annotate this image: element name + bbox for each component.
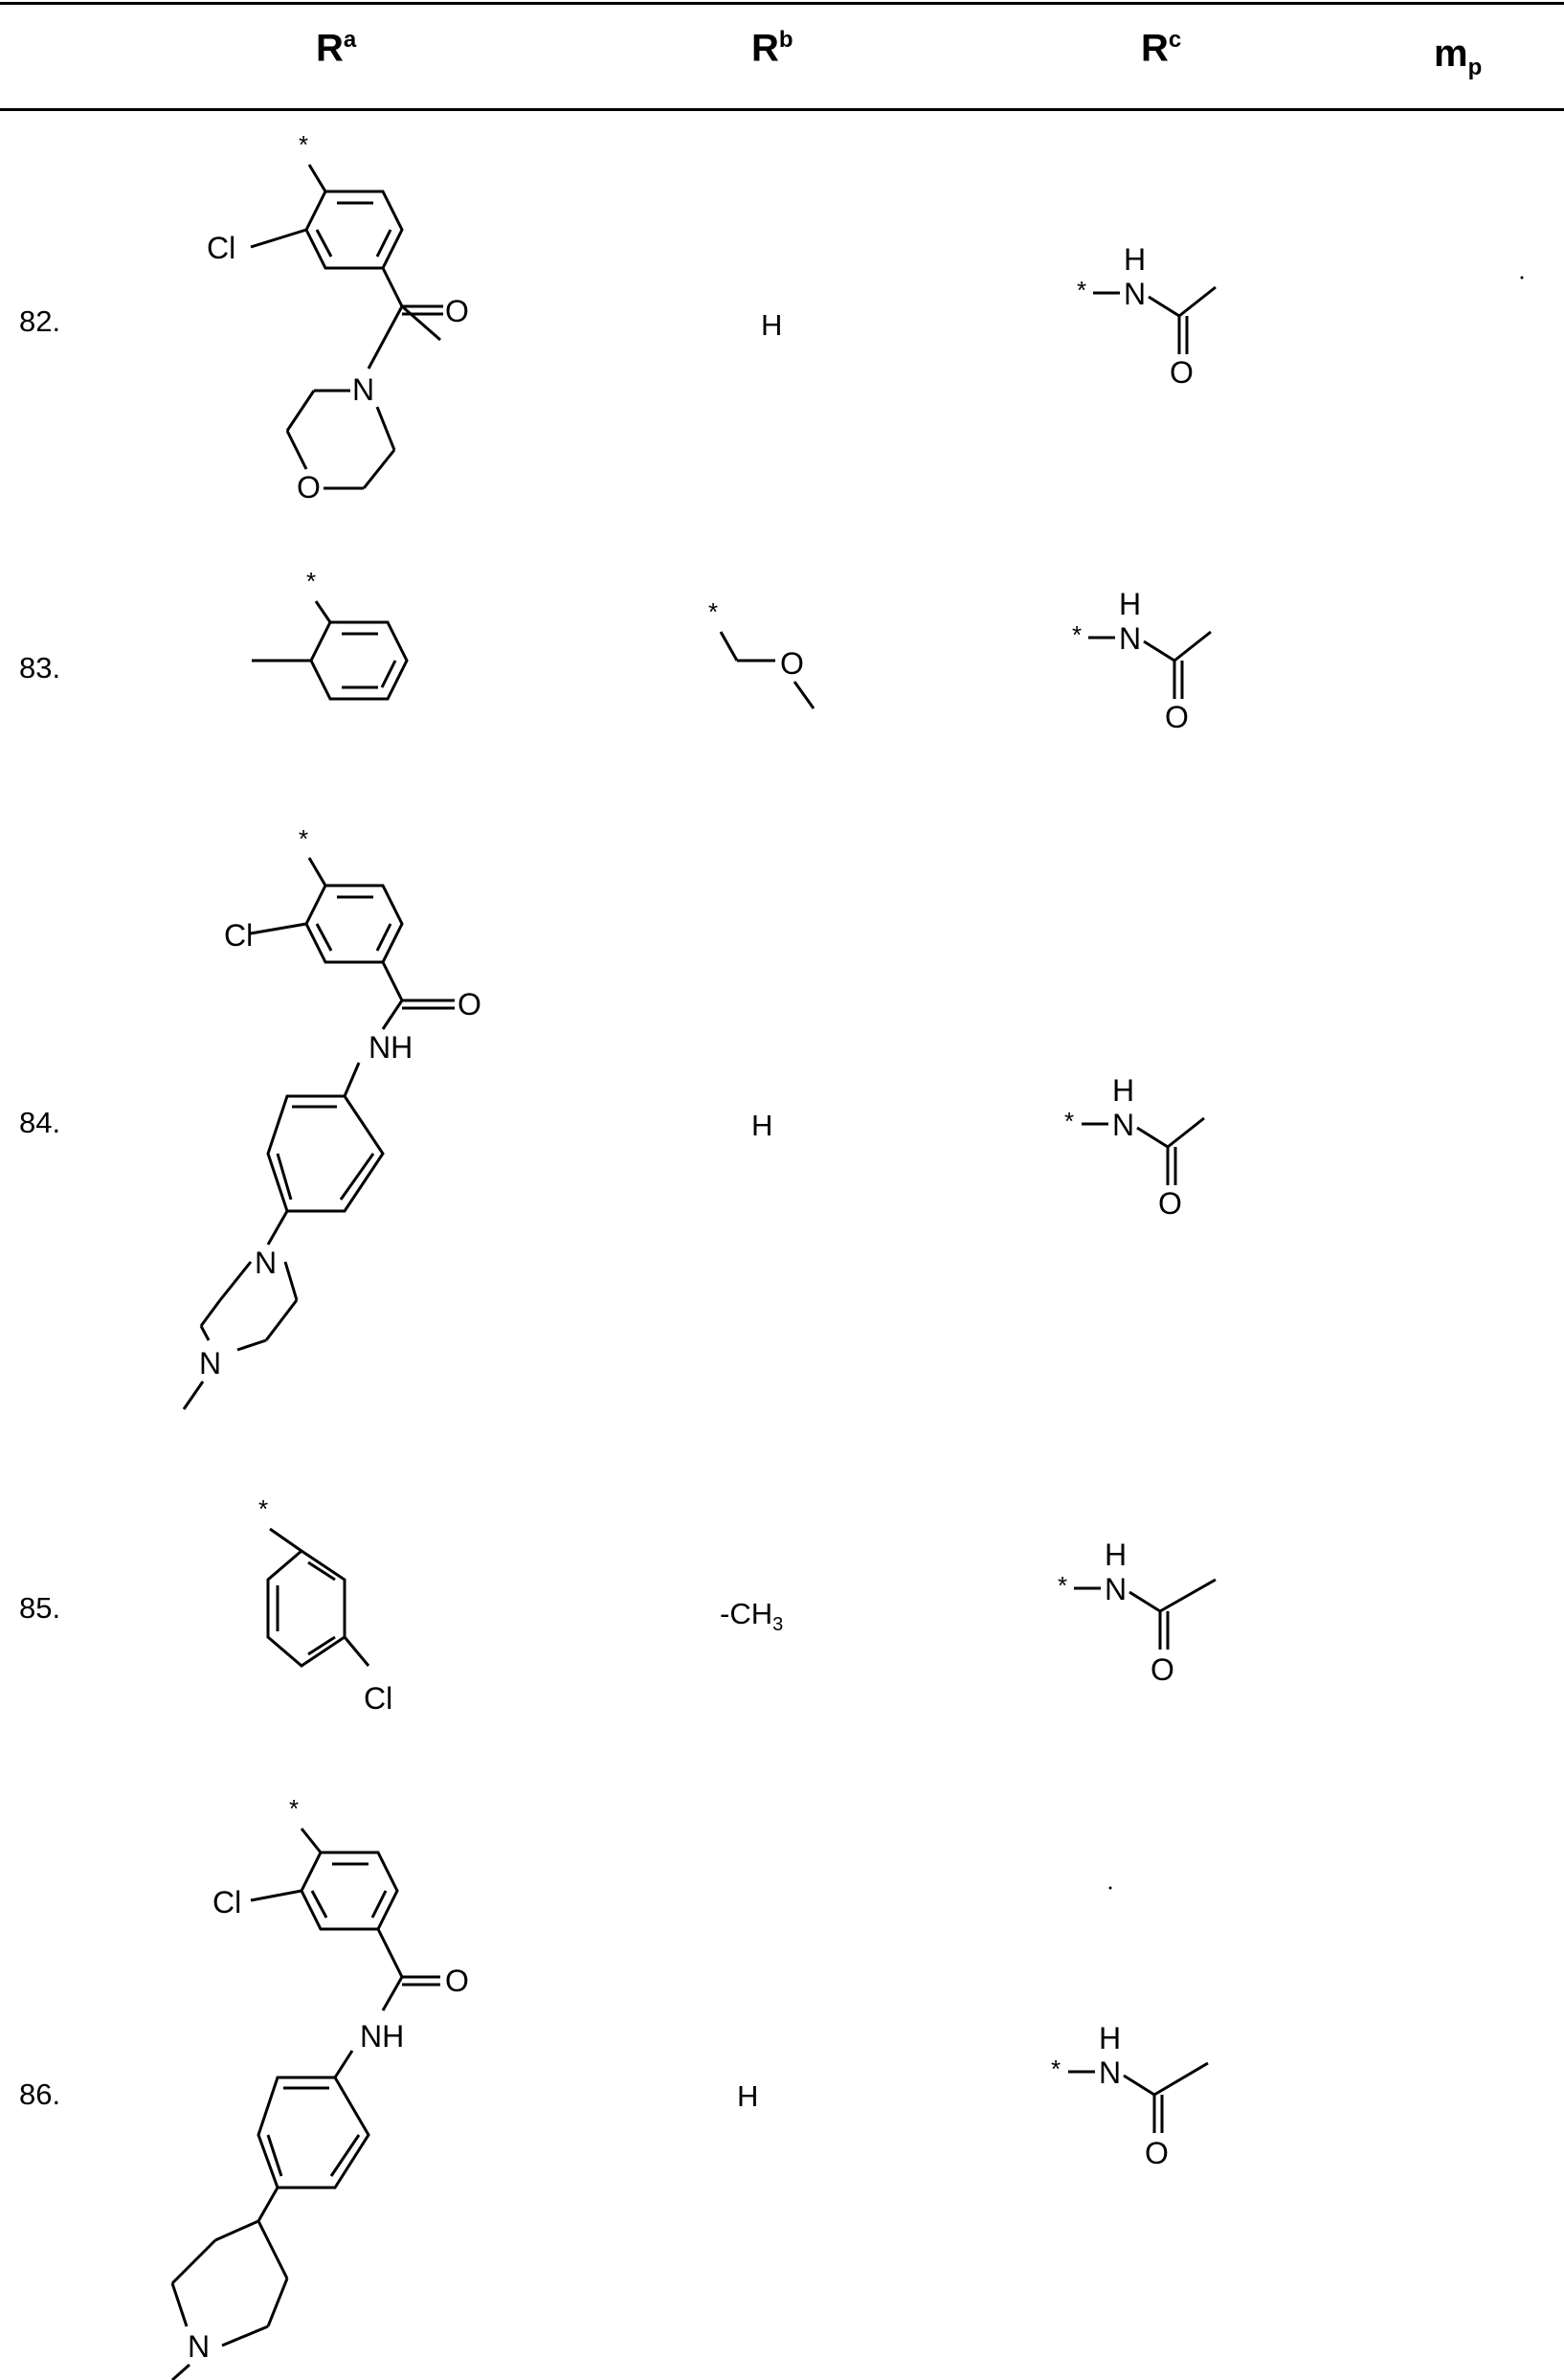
- svg-text:O: O: [1151, 1652, 1174, 1687]
- svg-text:O: O: [1170, 355, 1194, 390]
- svg-text:*: *: [1064, 1107, 1074, 1135]
- svg-text:N: N: [1119, 621, 1141, 656]
- scan-speck: [1521, 277, 1524, 280]
- svg-text:*: *: [1051, 2054, 1061, 2083]
- ra-82-structure: * Cl O N O: [207, 130, 469, 505]
- svg-text:O: O: [1145, 2136, 1169, 2170]
- svg-text:N: N: [1099, 2055, 1121, 2090]
- svg-text:N: N: [1112, 1108, 1134, 1142]
- svg-text:O: O: [445, 294, 469, 328]
- svg-text:O: O: [445, 1964, 469, 1998]
- svg-text:O: O: [297, 470, 321, 505]
- ra-84-structure: * Cl O NH N N: [184, 824, 481, 1409]
- svg-text:H: H: [1119, 587, 1141, 621]
- svg-text:H: H: [1105, 1538, 1127, 1572]
- svg-text:*: *: [289, 1794, 299, 1823]
- rc-86-structure: * H N O: [1051, 2021, 1208, 2170]
- svg-text:*: *: [1072, 620, 1082, 649]
- svg-text:H: H: [1099, 2021, 1121, 2055]
- svg-text:*: *: [708, 597, 718, 626]
- ra-85-structure: * Cl: [258, 1494, 392, 1716]
- svg-text:H: H: [1124, 242, 1146, 277]
- svg-text:N: N: [352, 372, 374, 407]
- svg-text:H: H: [1112, 1073, 1134, 1108]
- svg-text:Cl: Cl: [207, 231, 235, 265]
- rb-83-structure: * O: [708, 597, 814, 708]
- ra-83-structure: *: [252, 567, 407, 699]
- svg-text:*: *: [258, 1494, 268, 1523]
- svg-text:N: N: [1124, 277, 1146, 311]
- svg-text:*: *: [1058, 1571, 1067, 1600]
- svg-text:*: *: [1077, 276, 1086, 304]
- svg-text:N: N: [199, 1346, 221, 1381]
- svg-text:NH: NH: [360, 2019, 404, 2054]
- svg-text:O: O: [1158, 1186, 1182, 1221]
- svg-text:Cl: Cl: [212, 1885, 241, 1920]
- svg-text:N: N: [255, 1246, 277, 1280]
- rc-83-structure: * H N O: [1072, 587, 1211, 734]
- ra-86-structure: * Cl O NH N: [172, 1794, 469, 2380]
- svg-text:*: *: [299, 130, 308, 159]
- svg-text:O: O: [458, 987, 481, 1022]
- svg-text:O: O: [1165, 700, 1189, 734]
- svg-text:NH: NH: [369, 1030, 413, 1065]
- svg-text:*: *: [299, 824, 308, 853]
- svg-text:*: *: [306, 567, 316, 595]
- svg-text:N: N: [188, 2329, 210, 2364]
- svg-text:Cl: Cl: [364, 1681, 392, 1716]
- svg-text:O: O: [780, 646, 804, 681]
- scan-speck: [1109, 1887, 1112, 1890]
- svg-text:N: N: [1105, 1572, 1127, 1606]
- rc-82-structure: * H N O: [1077, 242, 1216, 390]
- rc-85-structure: * H N O: [1058, 1538, 1216, 1687]
- rc-84-structure: * H N O: [1064, 1073, 1204, 1221]
- svg-text:Cl: Cl: [224, 918, 253, 953]
